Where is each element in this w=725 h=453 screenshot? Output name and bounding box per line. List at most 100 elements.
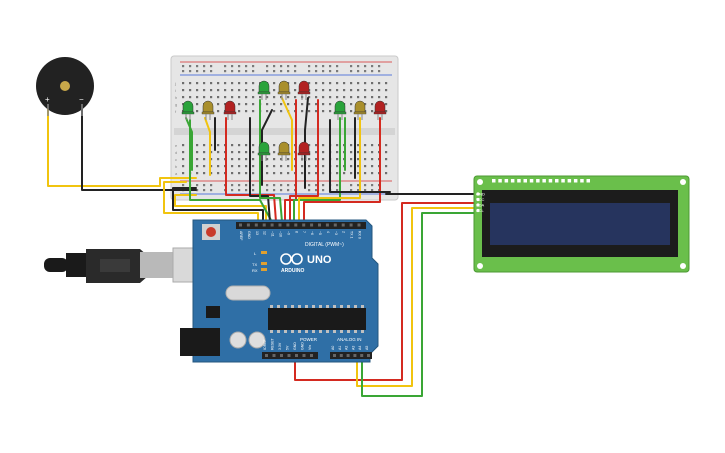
breadboard-hole: [315, 158, 318, 161]
rail-hole: [273, 184, 276, 187]
header-pin[interactable]: [333, 223, 337, 227]
led-icon[interactable]: [297, 80, 311, 100]
led-icon[interactable]: [257, 141, 271, 161]
lcd-pin[interactable]: [476, 203, 480, 207]
wire-buzzer-minus: [81, 107, 197, 191]
header-pin[interactable]: [262, 223, 266, 227]
header-pin[interactable]: [286, 223, 290, 227]
breadboard-hole: [357, 172, 360, 175]
header-pin[interactable]: [270, 223, 274, 227]
breadboard-hole: [287, 103, 290, 106]
breadboard-hole: [189, 89, 192, 92]
header-pin[interactable]: [302, 354, 306, 357]
breadboard-hole: [350, 110, 353, 113]
header-pin[interactable]: [333, 354, 336, 357]
led-icon[interactable]: [333, 100, 347, 120]
header-pin[interactable]: [339, 354, 343, 357]
lcd-header-pin: [517, 179, 521, 183]
header-pin[interactable]: [346, 354, 350, 357]
breadboard-hole: [203, 96, 206, 99]
header-pin[interactable]: [239, 223, 242, 227]
header-pin[interactable]: [302, 223, 306, 227]
header-pin[interactable]: [367, 354, 370, 357]
header-pin[interactable]: [349, 223, 353, 227]
rail-hole: [322, 70, 325, 73]
breadboard-hole: [371, 144, 374, 147]
breadboard-hole: [245, 89, 248, 92]
breadboard-hole: [252, 172, 255, 175]
breadboard-hole: [252, 103, 255, 106]
breadboard-hole: [252, 110, 255, 113]
piezo-buzzer[interactable]: + −: [36, 57, 94, 116]
led-icon[interactable]: [277, 141, 291, 161]
breadboard-hole: [378, 82, 381, 85]
voltage-regulator: [206, 306, 220, 318]
chip-pin: [277, 330, 280, 333]
breadboard-hole: [280, 96, 283, 99]
header-pin[interactable]: [353, 354, 357, 357]
breadboard-hole: [231, 158, 234, 161]
breadboard-hole: [231, 144, 234, 147]
header-pin[interactable]: [341, 223, 345, 227]
led-icon[interactable]: [201, 100, 215, 120]
header-pin[interactable]: [310, 354, 313, 357]
header-pin[interactable]: [360, 354, 364, 357]
breadboard-hole: [287, 165, 290, 168]
wire-bb-red-4: [303, 117, 381, 223]
breadboard-hole: [273, 89, 276, 92]
breadboard-hole: [217, 151, 220, 154]
breadboard-hole: [182, 96, 185, 99]
rail-hole: [350, 70, 353, 73]
chip-pin: [284, 330, 287, 333]
led-icon[interactable]: [223, 100, 237, 120]
breadboard-hole: [273, 151, 276, 154]
breadboard-hole: [238, 158, 241, 161]
lcd-pin-label: VCC: [476, 197, 485, 202]
tx-led-icon: [261, 262, 267, 265]
header-pin[interactable]: [280, 354, 283, 357]
header-pin[interactable]: [325, 223, 329, 227]
rail-hole: [231, 70, 234, 73]
header-pin[interactable]: [357, 223, 361, 227]
digital-pin-label: ~5: [318, 231, 322, 235]
header-pin[interactable]: [254, 223, 258, 227]
header-pin[interactable]: [295, 354, 298, 357]
led-icon[interactable]: [277, 80, 291, 100]
rail-hole: [252, 184, 255, 187]
breadboard-hole: [385, 96, 388, 99]
header-pin[interactable]: [265, 354, 268, 357]
breadboard-hole: [238, 103, 241, 106]
header-pin[interactable]: [310, 223, 314, 227]
wire-lcd-vcc: [294, 202, 475, 381]
header-pin[interactable]: [272, 354, 276, 357]
rail-hole: [266, 70, 269, 73]
rail-hole: [245, 65, 248, 68]
lcd-pin[interactable]: [476, 208, 480, 213]
arduino-uno[interactable]: UNO ARDUINO DIGITAL (PWM~) POWER ANALOG …: [180, 219, 379, 363]
led-icon[interactable]: [353, 100, 367, 120]
chip-pin: [298, 305, 301, 308]
header-pin[interactable]: [246, 223, 250, 227]
lcd-pin[interactable]: [476, 197, 480, 202]
header-pin[interactable]: [287, 354, 291, 357]
reset-button[interactable]: [206, 227, 216, 237]
led-icon[interactable]: [181, 100, 195, 120]
breadboard-hole: [315, 103, 318, 106]
header-pin[interactable]: [318, 223, 321, 227]
breadboard-hole: [182, 89, 185, 92]
header-pin[interactable]: [294, 223, 298, 227]
lcd-pin[interactable]: [476, 192, 480, 196]
breadboard-hole: [182, 165, 185, 168]
breadboard-hole: [210, 158, 213, 161]
row-letter: h: [175, 95, 177, 100]
led-icon[interactable]: [373, 100, 387, 120]
led-icon[interactable]: [297, 141, 311, 161]
led-icon[interactable]: [257, 80, 271, 100]
breadboard-hole: [266, 110, 269, 113]
power-pin-label: Vin: [308, 345, 312, 350]
header-pin[interactable]: [278, 223, 282, 227]
breadboard-hole: [231, 96, 234, 99]
